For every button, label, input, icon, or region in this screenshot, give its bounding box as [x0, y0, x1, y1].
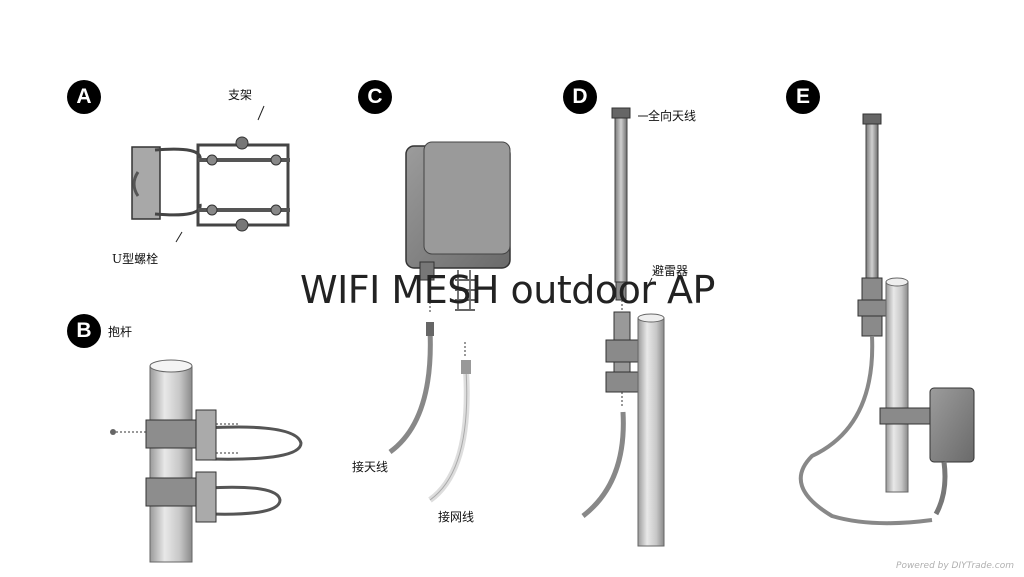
- step-badge-d: D: [563, 80, 597, 114]
- watermark: Powered by DIYTrade.com: [896, 561, 1014, 571]
- label-u-bolt: U型螺栓: [112, 252, 159, 266]
- step-badge-c: C: [358, 80, 392, 114]
- assembled-installation: [798, 113, 975, 526]
- label-network-cable: 接网线: [438, 510, 475, 524]
- label-arrester: 避雷器: [652, 264, 689, 278]
- step-badge-b: B: [67, 314, 101, 348]
- pole-with-clamps: [110, 359, 303, 563]
- bracket-assembly: [131, 105, 290, 243]
- label-antenna-cable: 接天线: [352, 460, 389, 474]
- label-bracket: 支架: [228, 88, 253, 102]
- label-pole: 抱杆: [108, 325, 133, 339]
- ap-unit: [388, 141, 511, 503]
- diagram-title: WIFI MESH outdoor AP: [300, 268, 715, 312]
- step-badge-e: E: [786, 80, 820, 114]
- label-omni-antenna: 全向天线: [648, 109, 697, 123]
- omni-antenna-assembly: [581, 107, 665, 547]
- step-badge-a: A: [67, 80, 101, 114]
